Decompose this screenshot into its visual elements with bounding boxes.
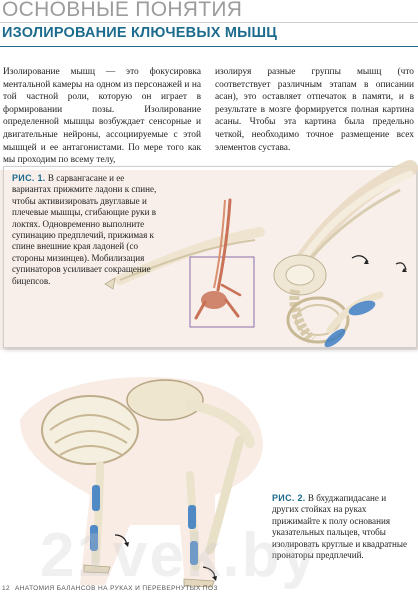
page-title: Изолирование ключевых мышц	[2, 25, 278, 41]
section-header: Основные понятия	[0, 0, 418, 23]
figure-1-caption-text: В сарвангасане и ее вариантах прижмите л…	[12, 173, 157, 286]
watermark: 21vek.by	[40, 521, 318, 590]
figure-2-label: РИС. 2.	[272, 493, 306, 503]
figure-2-caption-text: В бхуджапидасане и других стойках на рук…	[272, 493, 408, 561]
book-title: Анатомия балансов на руках и перевернуты…	[15, 585, 218, 592]
figure-1-caption: РИС. 1. В сарвангасане и ее вариантах пр…	[12, 173, 162, 287]
section-title: Основные понятия	[2, 0, 243, 21]
figure-1-label: РИС. 1.	[12, 173, 46, 183]
title-rule	[0, 46, 418, 47]
figure-2-illustration	[20, 376, 263, 588]
body-text-left: Изолирование мышц — это фокусировка мент…	[3, 67, 201, 166]
section-rule	[0, 22, 418, 23]
page-number: 12	[2, 585, 11, 592]
figure-1-frame	[3, 166, 417, 348]
page-footer: 12 Анатомия балансов на руках и переверну…	[2, 585, 218, 592]
body-text-right: изолируя разные группы мышц (что соответ…	[215, 67, 414, 153]
figure-2-caption: РИС. 2. В бхуджапидасане и других стойка…	[272, 493, 414, 561]
figure-1-illustration	[104, 160, 418, 348]
